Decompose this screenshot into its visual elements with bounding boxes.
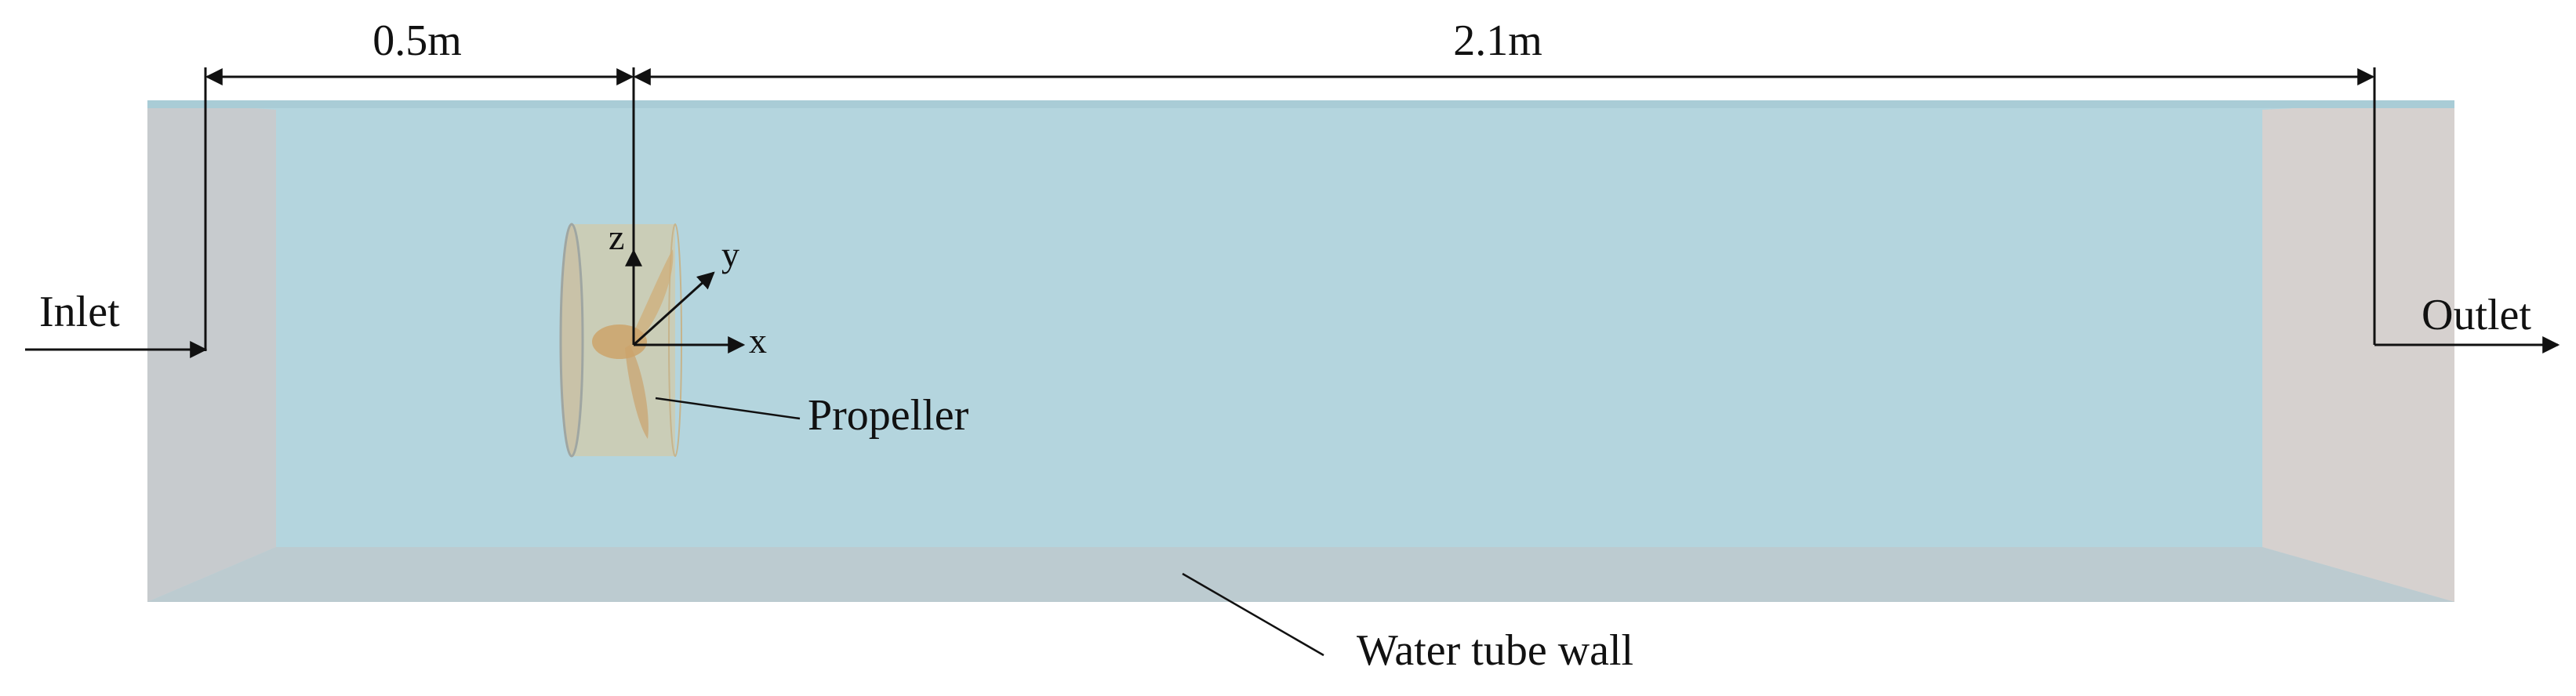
outlet-label: Outlet <box>2422 291 2531 339</box>
inlet-face <box>147 100 276 602</box>
axis-triad: z y x <box>609 217 767 361</box>
dimension-label-0-5m: 0.5m <box>372 16 462 65</box>
propeller-front-face <box>559 223 584 458</box>
propeller-back-face <box>668 223 682 457</box>
axis-x-label: x <box>749 321 767 361</box>
water-tube <box>147 100 2454 602</box>
propeller-label: Propeller <box>808 391 969 440</box>
y-axis-arrow <box>632 271 715 346</box>
axis-y-label: y <box>721 234 739 274</box>
wall-label: Water tube wall <box>1357 626 1633 675</box>
propeller-blade <box>630 249 674 343</box>
dimensions: 0.5m 2.1m <box>204 16 2376 351</box>
dimension-label-2-1m: 2.1m <box>1453 16 1542 65</box>
top-edge <box>147 100 2454 108</box>
propeller-blade <box>625 345 649 439</box>
water-region <box>147 100 2454 602</box>
outlet-face <box>2262 100 2454 602</box>
wall-leader-line <box>1182 572 1324 657</box>
flow-arrows: Inlet Outlet <box>25 288 2560 358</box>
tube-wall-floor <box>147 547 2454 602</box>
propeller-leader-line <box>655 397 801 420</box>
inlet-label: Inlet <box>39 288 120 336</box>
callouts: Propeller Water tube wall <box>655 391 1633 675</box>
axis-z-label: z <box>609 217 624 257</box>
propeller <box>559 223 682 458</box>
